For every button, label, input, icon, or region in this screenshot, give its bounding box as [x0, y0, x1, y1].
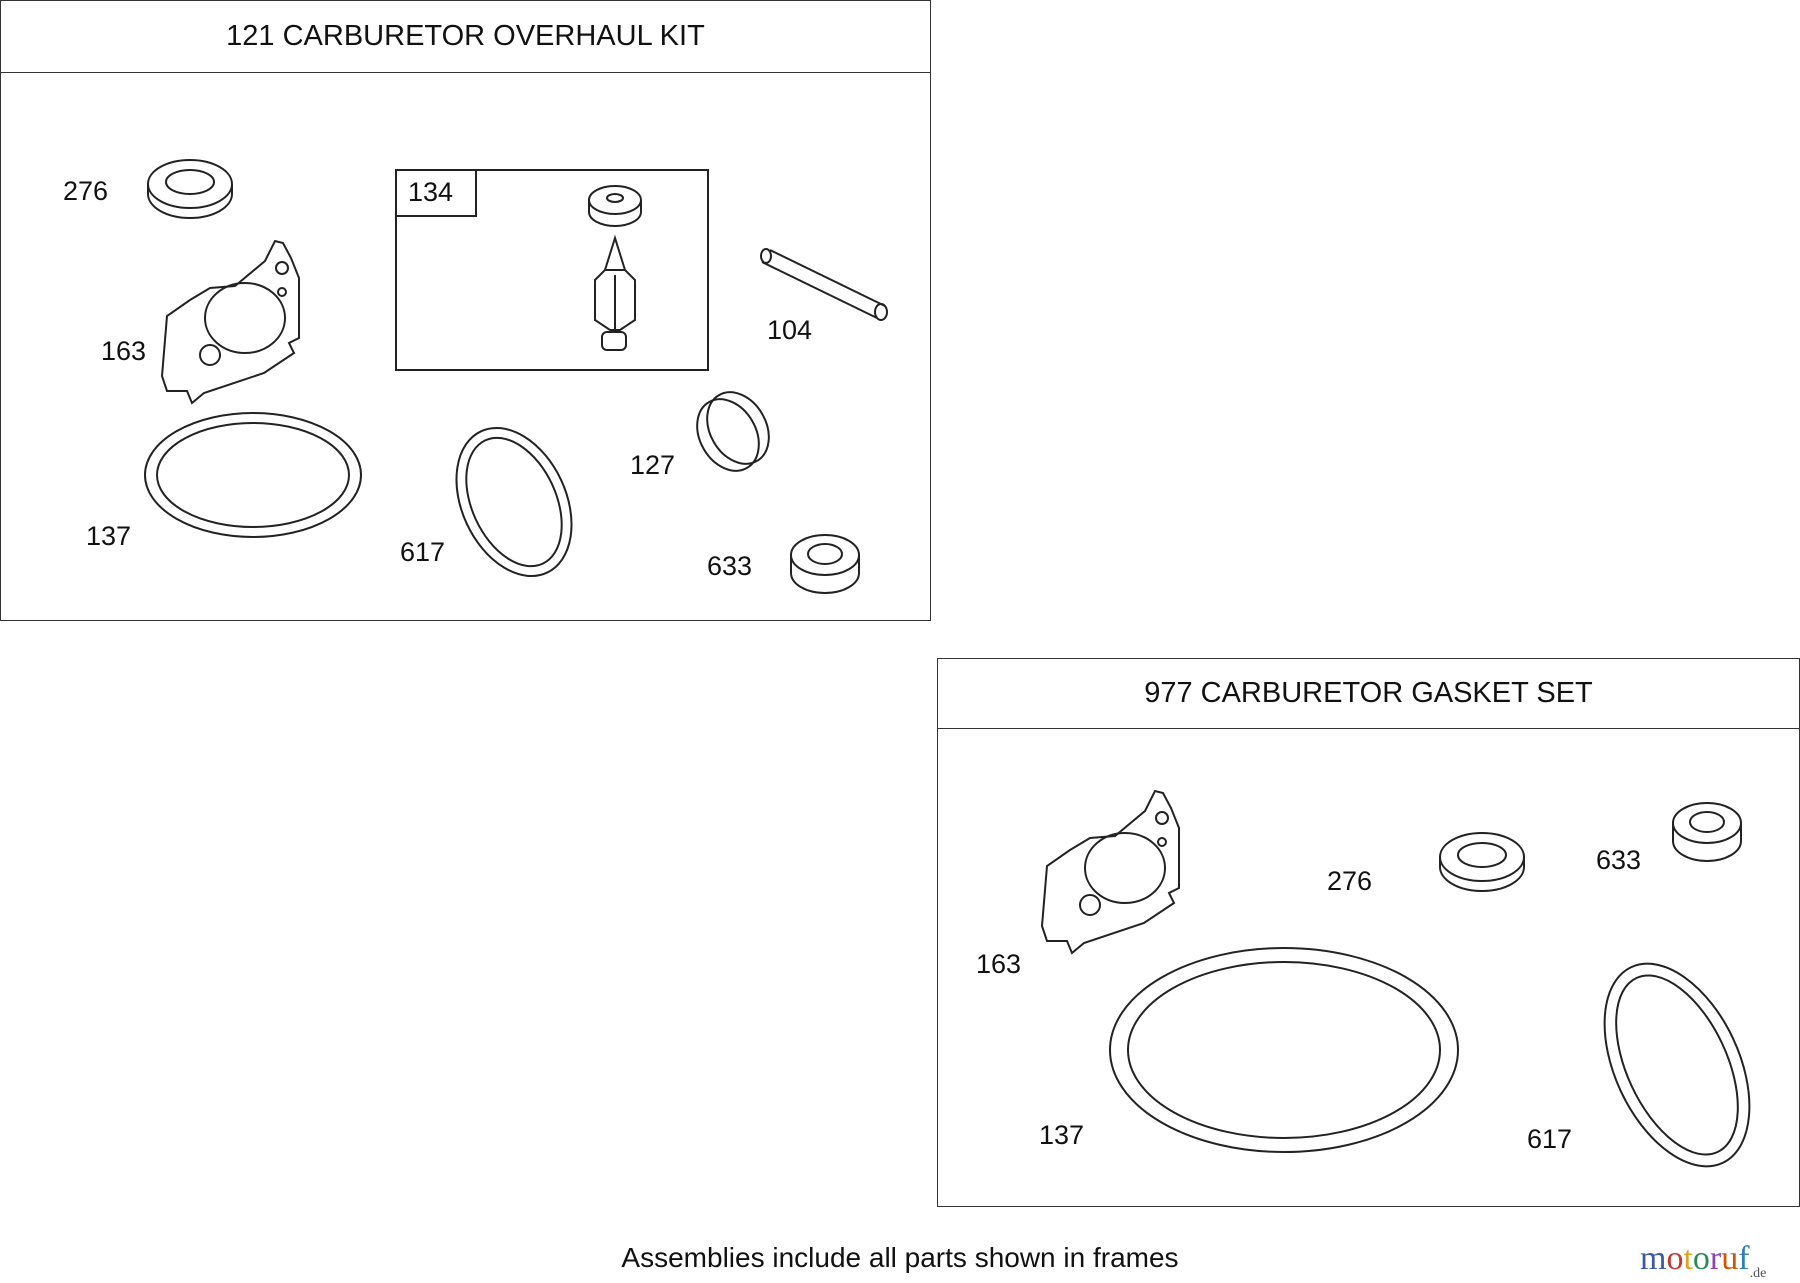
part-134-label-box: [395, 169, 477, 217]
label-617: 617: [1527, 1124, 1573, 1154]
plug-127: [696, 391, 770, 472]
gasket-163-set: [1040, 789, 1180, 955]
washer-633-kit: [790, 534, 860, 594]
logo-letter: o: [1692, 1240, 1710, 1277]
motoruf-logo: motoruf.de: [1640, 1240, 1766, 1282]
gasket-set-title: 977 CARBURETOR GASKET SET: [938, 659, 1799, 729]
overhaul-kit-frame: 121 CARBURETOR OVERHAUL KIT: [0, 0, 931, 621]
label-127: 127: [630, 450, 676, 480]
logo-letter: t: [1683, 1240, 1693, 1277]
label-276: 276: [63, 176, 109, 206]
logo-letter: f: [1738, 1240, 1750, 1277]
label-617: 617: [400, 537, 446, 567]
washer-276-set: [1439, 832, 1525, 892]
label-104: 104: [767, 315, 813, 345]
ring-617-kit: [455, 426, 573, 578]
logo-letter: r: [1709, 1240, 1722, 1277]
ring-137-kit: [144, 412, 362, 538]
washer-276-kit: [147, 159, 233, 219]
label-163: 163: [101, 336, 147, 366]
logo-letter: u: [1721, 1240, 1739, 1277]
logo-letter: m: [1640, 1240, 1667, 1277]
label-163: 163: [976, 949, 1022, 979]
needle-seat-134: [588, 185, 642, 227]
label-134: 134: [408, 177, 454, 207]
ring-137-set: [1109, 947, 1459, 1153]
part-134-box: [395, 169, 709, 371]
footer-note: Assemblies include all parts shown in fr…: [621, 1242, 1179, 1273]
inlet-needle-134: [594, 234, 636, 351]
logo-suffix: .de: [1749, 1265, 1767, 1281]
label-633: 633: [707, 551, 753, 581]
washer-633-set: [1672, 802, 1742, 862]
overhaul-kit-title: 121 CARBURETOR OVERHAUL KIT: [1, 1, 930, 73]
label-276: 276: [1327, 866, 1373, 896]
pin-104: [760, 248, 888, 321]
ring-617-set: [1603, 962, 1751, 1168]
label-137: 137: [1039, 1120, 1085, 1150]
label-633: 633: [1596, 845, 1642, 875]
logo-letter: o: [1666, 1240, 1684, 1277]
gasket-163-kit: [160, 239, 300, 405]
label-137: 137: [86, 521, 132, 551]
